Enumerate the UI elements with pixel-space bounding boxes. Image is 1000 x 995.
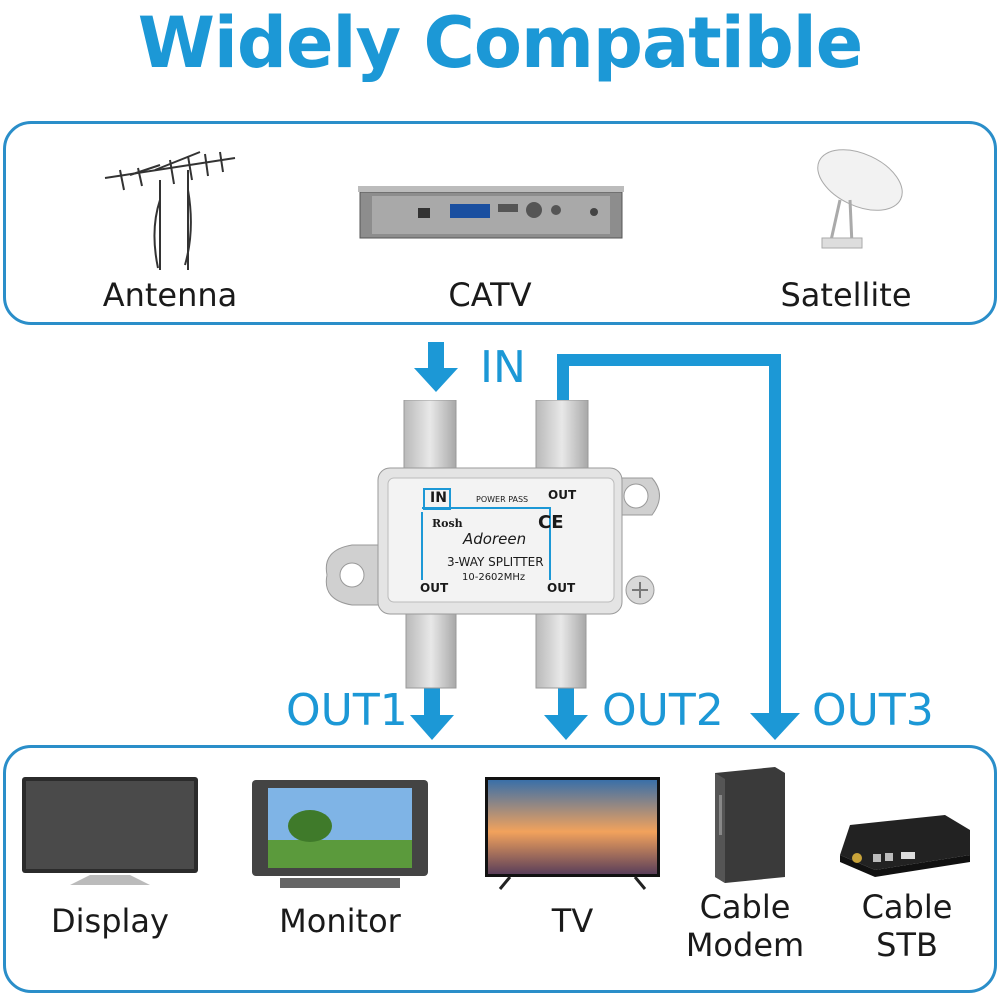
- model-name: 3-WAY SPLITTER: [447, 555, 544, 569]
- set-top-box-icon: [840, 815, 970, 877]
- display-icon: [22, 777, 198, 885]
- device-label-stb: Cable STB: [842, 888, 972, 964]
- source-label-catv: CATV: [448, 276, 532, 314]
- catv-rack-icon: [358, 186, 624, 239]
- signal-lines: [410, 342, 800, 740]
- brand-name: Adoreen: [463, 530, 527, 548]
- stb-line2: STB: [876, 926, 938, 964]
- page-title: Widely Compatible: [137, 2, 864, 84]
- source-label-satellite: Satellite: [780, 276, 912, 314]
- splitter-image: [325, 400, 660, 689]
- stb-line1: Cable: [861, 888, 953, 926]
- out2-label: OUT2: [602, 685, 724, 736]
- port-in: IN: [430, 490, 447, 506]
- modem-line2: Modem: [685, 926, 805, 964]
- power-pass-top: POWER PASS: [476, 495, 529, 504]
- out3-label: OUT3: [812, 685, 934, 736]
- out1-label: OUT1: [286, 685, 408, 736]
- device-label-display: Display: [51, 902, 169, 940]
- tv-icon: [485, 777, 660, 890]
- brand-small: Rosh: [432, 517, 463, 530]
- device-label-modem: Cable Modem: [680, 888, 810, 964]
- monitor-icon: [252, 780, 428, 888]
- device-label-monitor: Monitor: [279, 902, 401, 940]
- frequency: 10-2602MHz: [462, 572, 526, 583]
- source-label-antenna: Antenna: [102, 276, 238, 314]
- satellite-dish-icon: [817, 149, 903, 249]
- cable-modem-icon: [715, 767, 785, 883]
- port-out-left: OUT: [420, 581, 449, 595]
- port-out-top: OUT: [548, 488, 577, 502]
- antenna-icon: [104, 151, 236, 270]
- ce-mark: CE: [538, 512, 564, 533]
- port-out-right: OUT: [547, 581, 576, 595]
- modem-line1: Cable: [699, 888, 791, 926]
- device-label-tv: TV: [551, 902, 594, 940]
- in-label: IN: [480, 342, 526, 393]
